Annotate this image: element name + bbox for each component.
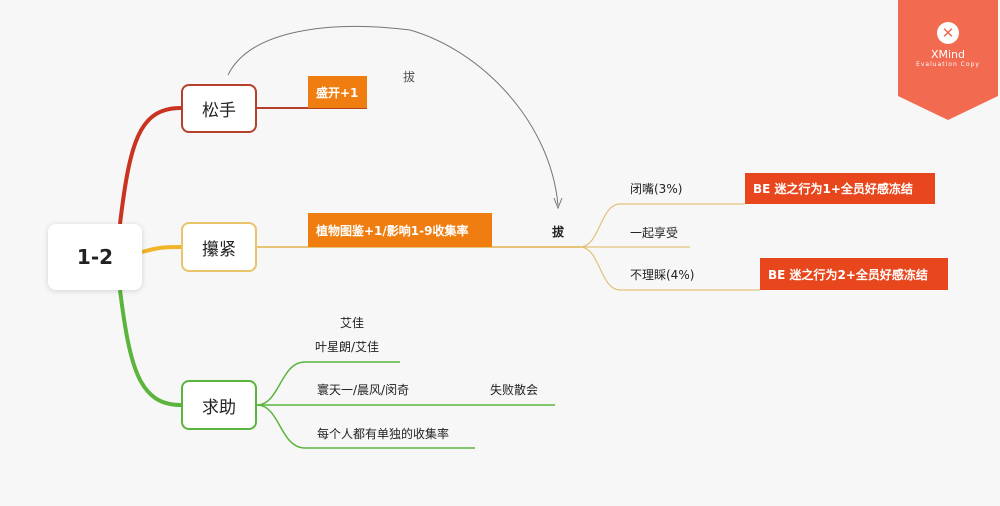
- option-huan-chen-min[interactable]: 寰天一/晨风/闵奇: [317, 383, 410, 397]
- option-enjoy[interactable]: 一起享受: [630, 226, 679, 240]
- result-be-2[interactable]: BE 迷之行为2+全员好感冻结: [760, 258, 948, 290]
- topic-release[interactable]: 松手: [181, 84, 257, 133]
- root-topic[interactable]: 1-2: [48, 224, 142, 290]
- watermark-brand: XMind: [930, 48, 966, 61]
- option-ignore[interactable]: 不理睬(4%): [630, 268, 695, 282]
- result-be-1[interactable]: BE 迷之行为1+全员好感冻结: [745, 173, 935, 204]
- topic-help[interactable]: 求助: [181, 380, 257, 430]
- option-ye-aijia[interactable]: 叶星朗/艾佳: [315, 340, 380, 354]
- watermark-sub: Evaluation Copy: [916, 61, 980, 68]
- option-shut-up[interactable]: 闭嘴(3%): [630, 182, 683, 196]
- label-aijia[interactable]: 艾佳: [340, 316, 365, 330]
- tag-plant-catalog[interactable]: 植物图鉴+1/影响1-9收集率: [308, 213, 492, 247]
- tag-bloom[interactable]: 盛开+1: [308, 76, 367, 108]
- option-each-rate[interactable]: 每个人都有单独的收集率: [317, 427, 450, 441]
- node-pull[interactable]: 拔: [552, 225, 565, 239]
- watermark-badge: ✕ XMind Evaluation Copy: [898, 0, 998, 120]
- topic-grip[interactable]: 攥紧: [181, 222, 257, 272]
- close-icon[interactable]: ✕: [937, 22, 959, 44]
- result-fail[interactable]: 失败散会: [490, 383, 539, 397]
- arrow-label: 拔: [403, 70, 416, 84]
